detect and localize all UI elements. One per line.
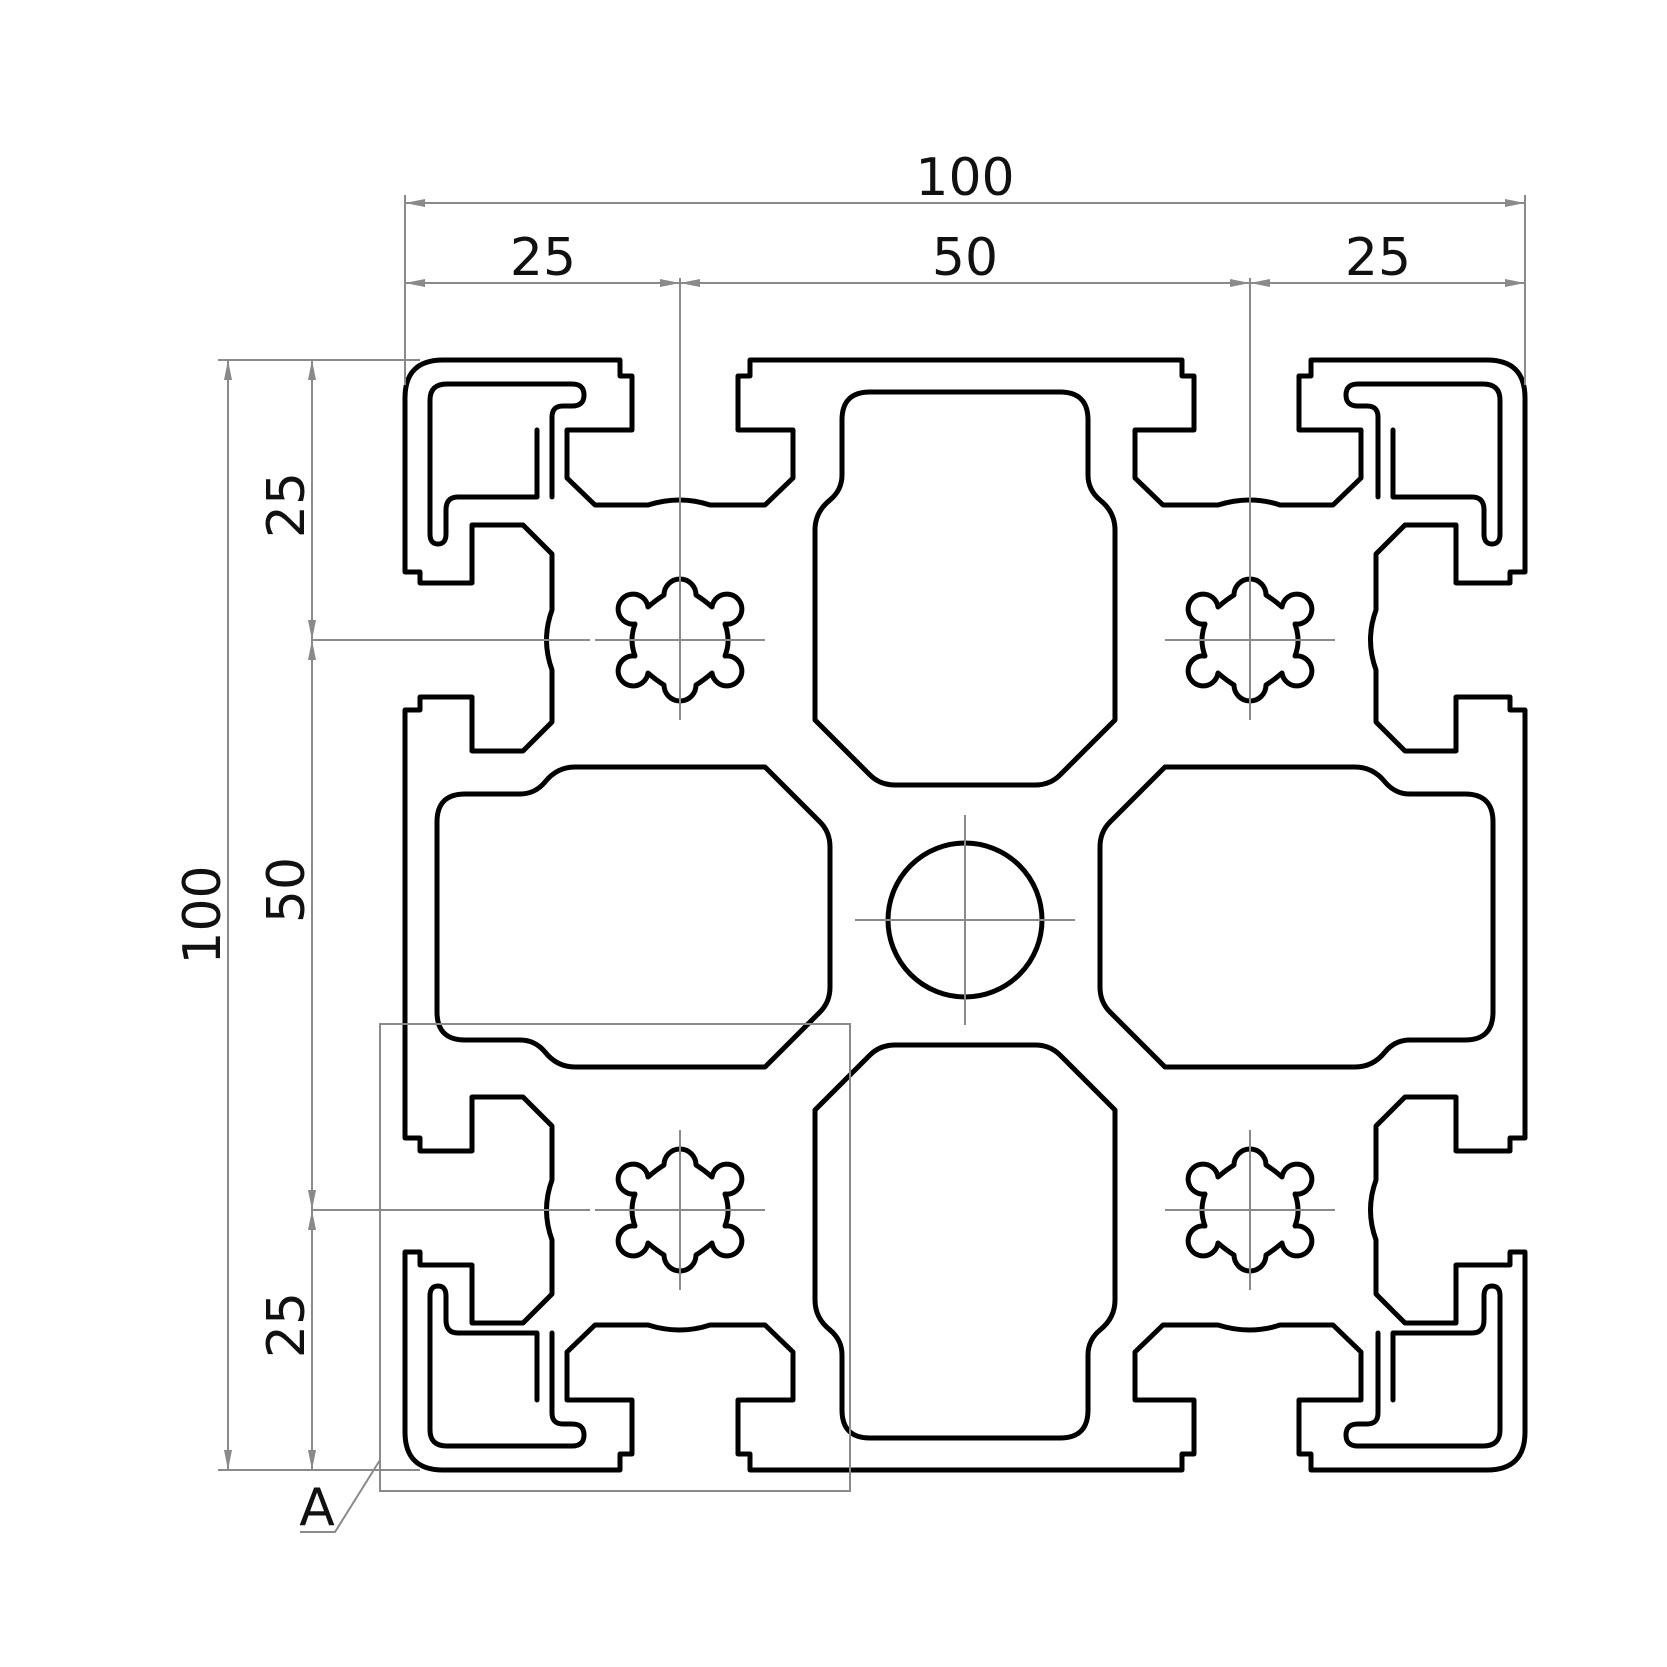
dim-top-left: 25	[510, 228, 576, 288]
screw-channel-bottom-right	[1185, 1146, 1315, 1274]
center-marks	[312, 278, 1335, 1290]
channel-bottom-right	[1343, 1283, 1503, 1449]
cavity-right	[1097, 764, 1496, 1070]
detail-a-box	[379, 1023, 851, 1492]
channel-top-right	[1343, 381, 1503, 547]
dim-left-upper: 25	[257, 472, 317, 538]
outline-top-left	[402, 357, 1528, 1473]
detail-a-marker: A	[299, 1023, 851, 1538]
dim-top-middle: 50	[932, 228, 998, 288]
dim-top-right: 25	[1345, 228, 1411, 288]
channel-top-left	[427, 381, 587, 547]
dim-top-total: 100	[915, 148, 1014, 208]
detail-a-leader	[300, 1459, 381, 1533]
cavity-top	[812, 389, 1118, 788]
dimension-arrows	[224, 199, 1525, 1470]
dim-left-middle: 50	[257, 857, 317, 923]
cavity-left	[434, 764, 833, 1070]
detail-a-label: A	[299, 1478, 335, 1538]
dim-left-lower: 25	[257, 1292, 317, 1358]
screw-channel-top-right	[1185, 576, 1315, 704]
screw-channel-top-left	[615, 576, 745, 704]
screw-channel-bottom-left	[615, 1146, 745, 1274]
channel-bottom-left	[427, 1283, 587, 1449]
cavity-bottom	[812, 1042, 1118, 1441]
dimension-lines	[218, 195, 1526, 1471]
dim-left-total: 100	[173, 865, 233, 964]
